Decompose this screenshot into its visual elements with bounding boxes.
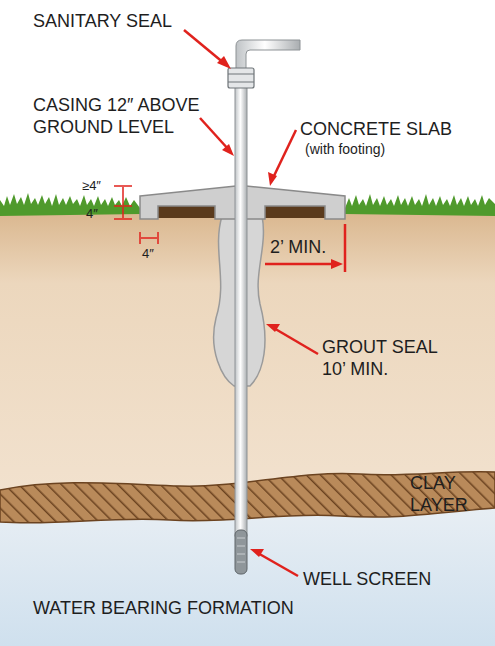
dimension-label: ≥4″ xyxy=(82,178,122,193)
region-label: WATER BEARING FORMATION xyxy=(33,597,433,619)
part-label: WELL SCREEN xyxy=(303,568,483,590)
grass xyxy=(0,193,140,216)
dimension-marks xyxy=(114,186,158,244)
dimension-label: 2’ MIN. xyxy=(270,236,350,258)
seal-band xyxy=(228,74,254,75)
leader-lines xyxy=(184,30,345,576)
slab-gap xyxy=(158,205,215,218)
part-label: GROUT SEAL 10’ MIN. xyxy=(322,336,462,380)
part-label: CLAY LAYER xyxy=(410,472,490,516)
screen-slots xyxy=(237,538,245,562)
well-casing xyxy=(235,86,247,536)
discharge-pipe xyxy=(236,40,300,70)
part-label: CASING 12″ ABOVE GROUND LEVEL xyxy=(33,94,208,138)
dimension-label: 4″ xyxy=(86,206,116,221)
slab-gap xyxy=(265,205,325,218)
sanitary-seal xyxy=(228,68,254,88)
grass xyxy=(345,194,495,216)
seal-band xyxy=(228,82,254,83)
dimension-label: 4″ xyxy=(142,246,172,261)
well-screen xyxy=(235,530,247,574)
part-label: CONCRETE SLAB xyxy=(300,118,480,140)
part-label: SANITARY SEAL xyxy=(33,10,223,32)
part-note: (with footing) xyxy=(305,141,455,158)
